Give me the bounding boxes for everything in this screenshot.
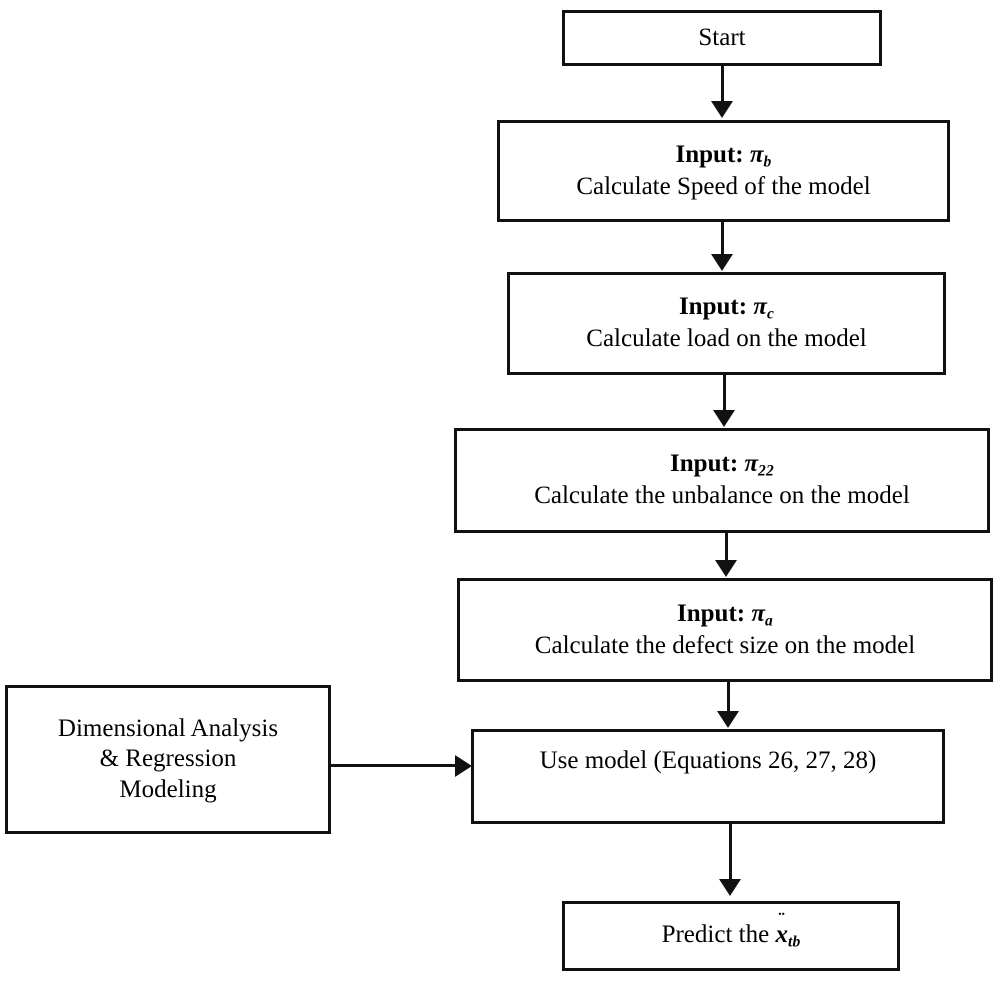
node-input-pi-b-subscript: b — [763, 152, 772, 170]
connector-dimensional-analysis-to-use-model-arrowhead — [455, 755, 472, 777]
connector-input-pi-c-to-input-pi-22-arrowhead — [713, 410, 735, 427]
node-start: Start — [562, 10, 882, 66]
node-input-pi-b-line2: Calculate Speed of the model — [576, 172, 871, 200]
connector-start-to-input-pi-b-line — [721, 66, 724, 104]
node-predict-symbol: x — [775, 920, 788, 948]
node-input-pi-b: Input: πb Calculate Speed of the model — [497, 120, 950, 222]
node-input-pi-a-symbol: π — [751, 599, 766, 627]
connector-use-model-to-predict-arrowhead — [719, 879, 741, 896]
connector-dimensional-analysis-to-use-model-line — [331, 764, 457, 767]
node-input-pi-a-line1-prefix: Input: — [677, 599, 752, 627]
node-use-model: Use model (Equations 26, 27, 28) — [471, 729, 945, 824]
connector-input-pi-22-to-input-pi-a-arrowhead — [715, 560, 737, 577]
node-input-pi-22-subscript: 22 — [758, 462, 774, 480]
node-input-pi-22: Input: π22 Calculate the unbalance on th… — [454, 428, 990, 533]
node-input-pi-22-line1: Input: π22 — [670, 449, 774, 481]
node-input-pi-b-line1-prefix: Input: — [675, 140, 750, 168]
node-predict-label: Predict the ¨xtb — [661, 910, 801, 952]
node-input-pi-a-line1: Input: πa — [677, 599, 773, 631]
node-input-pi-c: Input: πc Calculate load on the model — [507, 272, 946, 375]
connector-input-pi-a-to-use-model-line — [727, 682, 730, 714]
connector-input-pi-c-to-input-pi-22-line — [723, 375, 726, 413]
node-input-pi-c-symbol: π — [753, 293, 767, 321]
node-dimensional-analysis: Dimensional Analysis & Regression Modeli… — [5, 685, 331, 834]
node-dimensional-analysis-line2: & Regression — [99, 745, 237, 773]
node-predict: Predict the ¨xtb — [562, 901, 900, 971]
node-input-pi-22-line1-prefix: Input: — [670, 450, 745, 478]
node-input-pi-b-symbol: π — [749, 140, 764, 168]
connector-input-pi-b-to-input-pi-c-line — [721, 222, 724, 258]
node-input-pi-22-line2: Calculate the unbalance on the model — [534, 482, 910, 510]
connector-start-to-input-pi-b-arrowhead — [711, 101, 733, 118]
node-input-pi-a-subscript: a — [765, 611, 773, 629]
node-input-pi-c-line1-prefix: Input: — [678, 293, 754, 321]
node-input-pi-c-line1: Input: πc — [679, 292, 774, 324]
node-input-pi-c-line2: Calculate load on the model — [586, 325, 867, 353]
connector-use-model-to-predict-line — [729, 824, 732, 882]
node-dimensional-analysis-line3: Modeling — [119, 775, 217, 803]
connector-input-pi-a-to-use-model-arrowhead — [717, 711, 739, 728]
node-use-model-label: Use model (Equations 26, 27, 28) — [539, 747, 877, 774]
connector-input-pi-22-to-input-pi-a-line — [725, 533, 728, 563]
node-dimensional-analysis-line1: Dimensional Analysis — [57, 714, 279, 742]
node-predict-double-dot-accent: ¨ — [778, 908, 785, 931]
node-input-pi-a: Input: πa Calculate the defect size on t… — [457, 578, 993, 682]
node-predict-prefix: Predict the — [661, 920, 776, 948]
node-input-pi-a-line2: Calculate the defect size on the model — [534, 631, 916, 659]
node-input-pi-22-symbol: π — [744, 450, 759, 478]
node-input-pi-b-line1: Input: πb — [676, 140, 772, 172]
node-input-pi-c-subscript: c — [766, 305, 775, 323]
connector-input-pi-b-to-input-pi-c-arrowhead — [711, 254, 733, 271]
node-start-label: Start — [698, 23, 746, 51]
node-predict-subscript: tb — [787, 933, 801, 951]
node-predict-symbol-group: ¨x — [775, 910, 788, 951]
